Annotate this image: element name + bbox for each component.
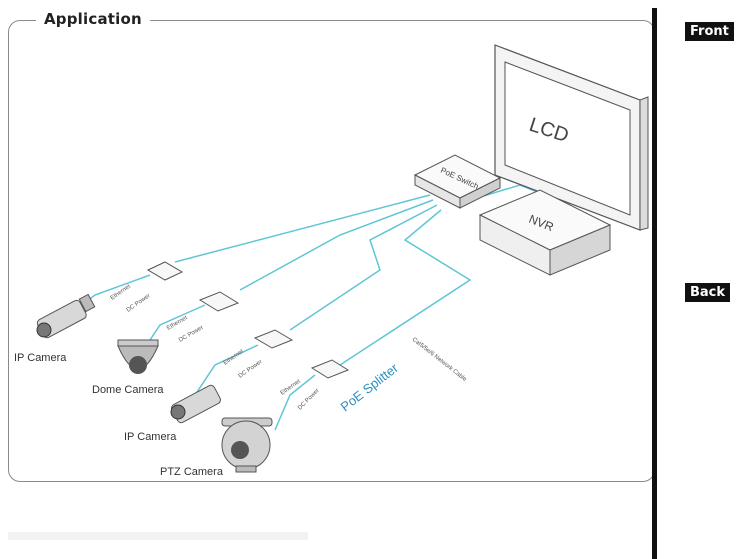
poe-switch: PoE Switch xyxy=(413,154,502,209)
cable-to-splitter-1 xyxy=(174,194,431,263)
dc-power-tag-1: DC Power xyxy=(126,293,152,314)
ptz-camera-label: PTZ Camera xyxy=(160,466,224,478)
cable-ptz xyxy=(274,374,316,431)
ip-camera-1 xyxy=(36,293,96,339)
ip-camera-2 xyxy=(170,384,221,424)
ip-camera-2-label: IP Camera xyxy=(124,431,177,443)
dc-power-tag-2: DC Power xyxy=(178,325,205,344)
section-title: Application xyxy=(36,10,150,28)
dome-camera xyxy=(117,339,159,374)
back-tag: Back xyxy=(685,283,731,302)
cable-to-splitter-3 xyxy=(289,204,438,331)
front-tag: Front xyxy=(685,22,734,41)
dc-power-tag-3: DC Power xyxy=(238,359,264,380)
network-cable-tag: Cat5/5e/6 Network Cable xyxy=(411,337,468,383)
cable-to-splitter-4 xyxy=(339,209,472,366)
nvr-box: NVR xyxy=(478,189,612,276)
lcd-monitor: LCD xyxy=(494,44,649,231)
splitter-2 xyxy=(198,291,240,312)
ptz-camera xyxy=(221,417,273,473)
ip-camera-1-label: IP Camera xyxy=(14,352,67,364)
splitter-3 xyxy=(253,329,294,349)
ethernet-tag-3: Ethernet xyxy=(223,349,245,367)
divider-bar xyxy=(652,8,657,559)
poe-splitter-label: PoE Splitter xyxy=(338,360,402,414)
cable-cam2 xyxy=(194,344,259,396)
cable-dome xyxy=(149,304,206,341)
splitter-1 xyxy=(146,261,184,281)
cable-to-splitter-2 xyxy=(239,199,434,291)
caption-strip xyxy=(8,532,308,540)
splitters xyxy=(146,261,350,379)
camera-labels: IP Camera Dome Camera IP Camera PTZ Came… xyxy=(14,352,224,478)
dc-power-tag-4: DC Power xyxy=(297,388,321,412)
dome-camera-label: Dome Camera xyxy=(92,384,164,396)
splitter-4 xyxy=(310,359,350,379)
